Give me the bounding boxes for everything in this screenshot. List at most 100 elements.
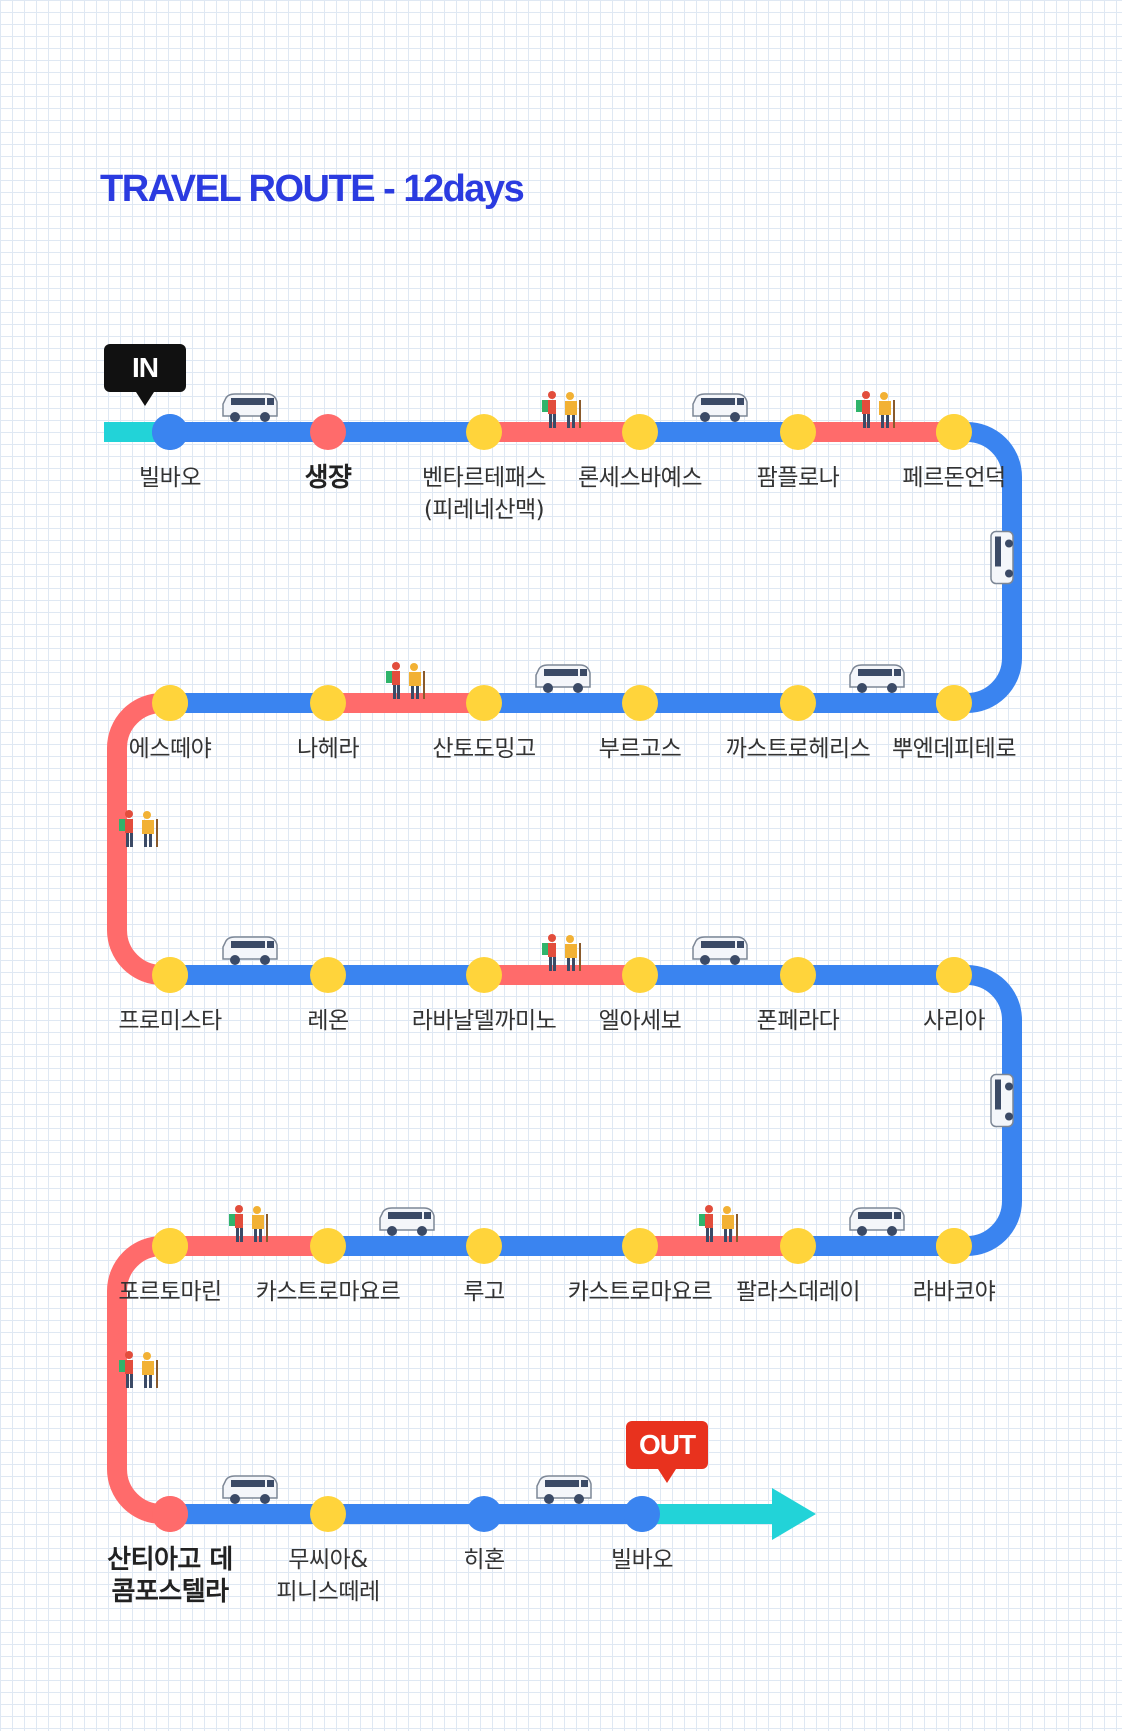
stop-label: 뿌엔데피테로	[892, 733, 1016, 765]
stop-marker	[466, 685, 502, 721]
stop-label-line: 에스떼야	[128, 736, 212, 762]
stop-label: 프로미스타	[118, 1005, 222, 1037]
stop-marker	[310, 685, 346, 721]
bus-icon	[990, 1073, 1014, 1128]
stop-label: 빌바오	[611, 1544, 673, 1576]
stop-marker	[310, 414, 346, 450]
stop-marker	[622, 685, 658, 721]
bus-icon	[990, 530, 1014, 585]
stop-label: 빌바오	[139, 462, 201, 494]
in-tag: IN	[104, 344, 186, 406]
stop-label-line: 사리아	[923, 1008, 985, 1034]
stop-label: 카스트로마요르	[256, 1276, 401, 1308]
van-icon	[692, 936, 748, 965]
stop-marker	[936, 1228, 972, 1264]
stop-label-line: 팔라스데레이	[736, 1279, 860, 1305]
stop-label: 산토도밍고	[432, 733, 536, 765]
stop-label-line: 페르돈언덕	[902, 465, 1006, 491]
exit-arrowhead	[772, 1488, 816, 1540]
van-icon	[849, 664, 905, 693]
stop-label: 페르돈언덕	[902, 462, 1006, 494]
stop-label: 팜플로나	[757, 462, 840, 494]
stop-marker	[780, 414, 816, 450]
stop-label: 론세스바예스	[578, 462, 702, 494]
stop-label: 사리아	[923, 1005, 985, 1037]
stop-label: 에스떼야	[129, 733, 212, 765]
van-icon	[692, 393, 748, 422]
stop-marker	[152, 685, 188, 721]
stop-label: 벤타르테패스 (피레네산맥)	[422, 462, 546, 526]
stop-label-line: 벤타르테패스	[422, 465, 546, 491]
stop-marker	[310, 957, 346, 993]
stop-label: 라바코야	[913, 1276, 996, 1308]
stop-marker	[152, 414, 188, 450]
stop-label-line: 산티아고 데	[107, 1545, 233, 1575]
stop-marker	[780, 685, 816, 721]
stop-label: 엘아세보	[599, 1005, 682, 1037]
stop-label: 히혼	[463, 1544, 505, 1576]
stop-label-line: 레온	[307, 1008, 349, 1034]
van-icon	[222, 393, 278, 422]
stop-marker	[466, 414, 502, 450]
stop-marker	[622, 1228, 658, 1264]
stop-label-line: 생쟝	[304, 463, 352, 493]
stop-label: 레온	[307, 1005, 349, 1037]
stop-marker	[466, 957, 502, 993]
stop-label-line: 피니스떼레	[276, 1579, 380, 1605]
stop-label: 카스트로마요르	[568, 1276, 713, 1308]
stop-marker	[622, 414, 658, 450]
van-icon	[222, 936, 278, 965]
hiker-icon	[856, 391, 895, 428]
stop-marker	[624, 1496, 660, 1532]
stop-label-line: 루고	[463, 1279, 505, 1305]
stop-label-line: 산토도밍고	[432, 736, 536, 762]
stop-marker	[466, 1496, 502, 1532]
stop-label: 팔라스데레이	[736, 1276, 860, 1308]
van-icon	[536, 1475, 592, 1504]
route-turn	[107, 693, 170, 985]
route-turn	[107, 1236, 170, 1524]
stop-label-line: (피레네산맥)	[423, 497, 545, 523]
van-icon	[535, 664, 591, 693]
stop-label: 까스트로헤리스	[726, 733, 871, 765]
stop-marker	[466, 1228, 502, 1264]
stop-label-line: 빌바오	[139, 465, 201, 491]
stop-marker	[310, 1496, 346, 1532]
stop-marker	[936, 414, 972, 450]
stop-label-line: 라바코야	[912, 1279, 996, 1305]
stop-label: 무씨아&피니스떼레	[276, 1544, 380, 1608]
hiker-icon	[386, 662, 425, 699]
hiker-icon	[119, 810, 158, 847]
hiker-icon	[542, 391, 581, 428]
stop-marker	[152, 1496, 188, 1532]
stop-label-line: 폰페라다	[756, 1008, 840, 1034]
hiker-icon	[699, 1205, 738, 1242]
hiker-icon	[229, 1205, 268, 1242]
out-tag: OUT	[626, 1421, 708, 1483]
stop-label: 라바날델까미노	[412, 1005, 557, 1037]
stop-label-line: 프로미스타	[118, 1008, 222, 1034]
van-icon	[379, 1207, 435, 1236]
stop-marker	[310, 1228, 346, 1264]
stop-label-line: 콤포스텔라	[111, 1577, 229, 1607]
stop-label-line: 포르토마린	[118, 1279, 222, 1305]
stop-label-line: 카스트로마요르	[567, 1279, 713, 1305]
stop-label-line: 히혼	[463, 1547, 505, 1573]
stop-marker	[780, 957, 816, 993]
stop-label: 나헤라	[297, 733, 359, 765]
stop-label: 루고	[463, 1276, 505, 1308]
stop-label: 포르토마린	[118, 1276, 222, 1308]
stop-label-line: 빌바오	[611, 1547, 673, 1573]
stop-label-line: 카스트로마요르	[255, 1279, 401, 1305]
stop-marker	[936, 685, 972, 721]
stop-label: 폰페라다	[757, 1005, 840, 1037]
stop-label-line: 뿌엔데피테로	[892, 736, 1016, 762]
stop-label-line: 라바날델까미노	[411, 1008, 557, 1034]
stop-label-line: 팜플로나	[756, 465, 840, 491]
hiker-icon	[542, 934, 581, 971]
stop-label-line: 무씨아&	[288, 1547, 368, 1573]
van-icon	[222, 1475, 278, 1504]
stop-marker	[152, 1228, 188, 1264]
